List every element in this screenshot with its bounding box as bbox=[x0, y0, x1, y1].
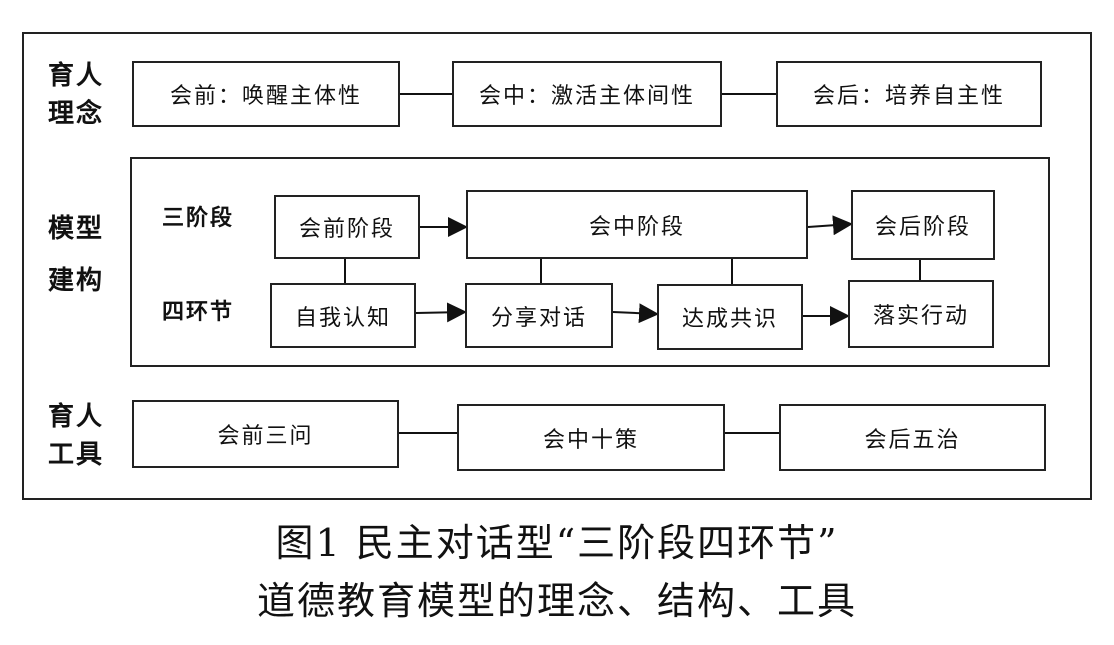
stage-after: 会后阶段 bbox=[851, 190, 995, 260]
link-self-awareness: 自我认知 bbox=[270, 283, 416, 348]
arrow-stage-2-3 bbox=[807, 215, 853, 236]
tools-row-label: 育人 工具 bbox=[48, 398, 104, 474]
model-label-line2: 建构 bbox=[48, 266, 105, 296]
tools-label-line1: 育人 bbox=[48, 402, 105, 432]
concept-box-after: 会后：培养自主性 bbox=[776, 61, 1042, 127]
stages-label: 三阶段 bbox=[162, 206, 235, 231]
figure-caption-line2: 道德教育模型的理念、结构、工具 bbox=[256, 579, 857, 623]
concept-label-line1: 育人 bbox=[48, 61, 105, 91]
tool-box-after: 会后五治 bbox=[779, 404, 1046, 471]
tool-box-during: 会中十策 bbox=[457, 404, 725, 471]
concept-label-line2: 理念 bbox=[48, 99, 105, 129]
arrow-link-1-2 bbox=[415, 302, 467, 323]
links-label: 四环节 bbox=[162, 300, 235, 325]
model-row-label: 模型 建构 bbox=[48, 210, 104, 300]
model-container bbox=[130, 157, 1050, 367]
arrow-link-2-3 bbox=[612, 303, 659, 324]
concept-row-label: 育人 理念 bbox=[48, 57, 104, 133]
figure-caption-line1: 图1 民主对话型“三阶段四环节” bbox=[275, 521, 839, 565]
concept-box-during: 会中：激活主体间性 bbox=[452, 61, 722, 127]
link-take-action: 落实行动 bbox=[848, 280, 994, 348]
model-label-line1: 模型 bbox=[48, 214, 105, 244]
tool-box-before: 会前三问 bbox=[132, 400, 399, 468]
link-reach-consensus: 达成共识 bbox=[657, 284, 803, 350]
tools-label-line2: 工具 bbox=[48, 440, 105, 470]
concept-box-before: 会前：唤醒主体性 bbox=[132, 61, 400, 127]
diagram-frame bbox=[22, 32, 1092, 500]
stage-before: 会前阶段 bbox=[274, 195, 420, 259]
link-share-dialogue: 分享对话 bbox=[465, 283, 613, 348]
stage-during: 会中阶段 bbox=[466, 190, 808, 259]
